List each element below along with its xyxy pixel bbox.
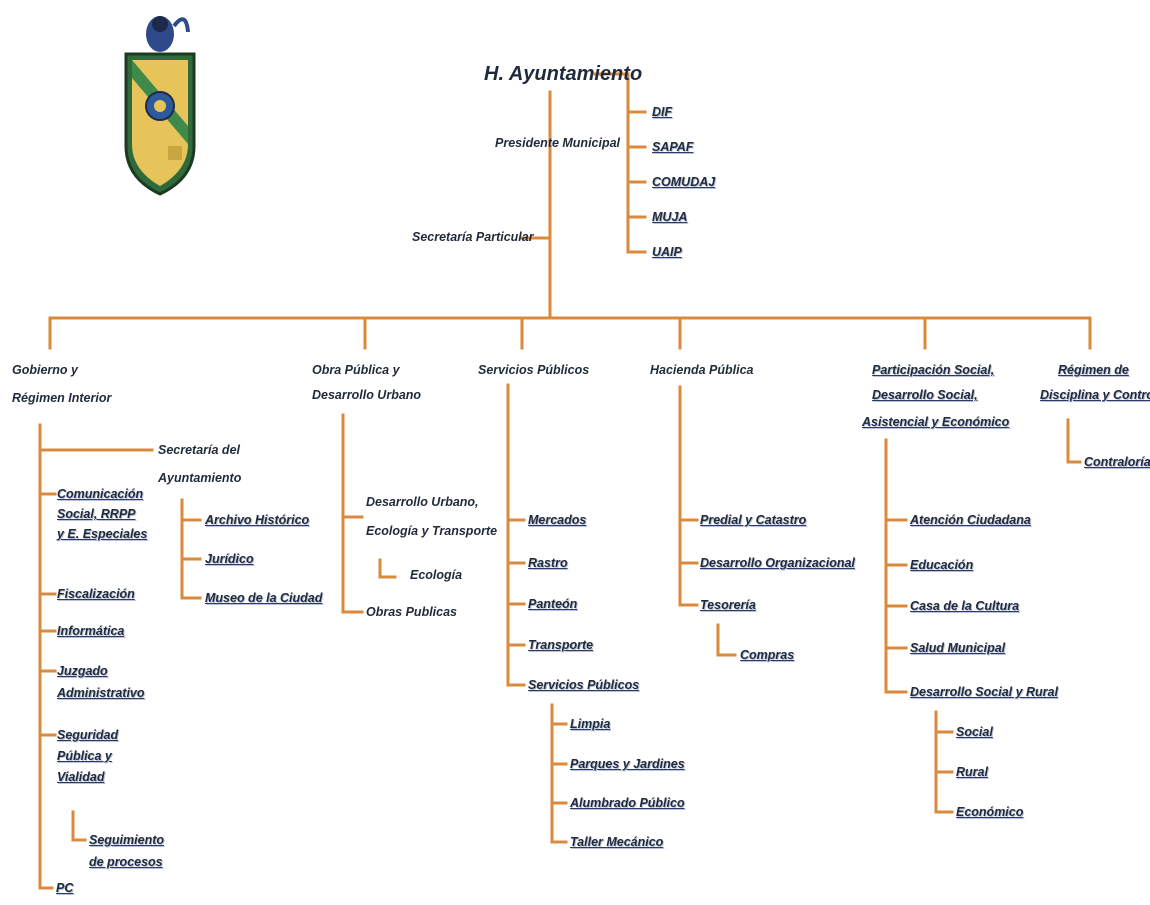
node-rural: Rural xyxy=(956,765,988,779)
dept-hacienda-title: Hacienda Pública xyxy=(650,363,754,377)
node-pc: PC xyxy=(56,881,74,895)
node-archivo-historico: Archivo Histórico xyxy=(205,513,310,527)
node-secretaria-ayuntamiento-1: Secretaría del xyxy=(158,443,240,457)
node-rastro: Rastro xyxy=(528,556,568,570)
dept-gobierno-title-2: Régimen Interior xyxy=(12,391,112,405)
node-desarrollo-urbano-2: Ecología y Transporte xyxy=(366,524,498,538)
node-servicios-publicos: Servicios Públicos xyxy=(528,678,640,692)
dept-participacion-title-2: Desarrollo Social, xyxy=(872,388,978,402)
node-atencion-ciudadana: Atención Ciudadana xyxy=(910,513,1031,527)
node-educacion: Educación xyxy=(910,558,974,572)
node-dif: DIF xyxy=(652,105,673,119)
dept-regimen-title-2: Disciplina y Control xyxy=(1040,388,1150,402)
node-tesoreria: Tesorería xyxy=(700,598,756,612)
node-predial-catastro: Predial y Catastro xyxy=(700,513,807,527)
node-mercados: Mercados xyxy=(528,513,587,527)
node-seguridad-1: Seguridad xyxy=(57,728,119,742)
dept-obra-title-2: Desarrollo Urbano xyxy=(312,388,422,402)
node-comudaj: COMUDAJ xyxy=(652,175,716,189)
node-seguimiento-1: Seguimiento xyxy=(89,833,165,847)
node-comunicacion-1: Comunicación xyxy=(57,487,144,501)
node-comunicacion-2: Social, RRPP xyxy=(57,507,136,521)
node-economico: Económico xyxy=(956,805,1024,819)
node-alumbrado: Alumbrado Público xyxy=(570,796,685,810)
node-obras-publicas: Obras Publicas xyxy=(366,605,458,619)
node-secretaria-ayuntamiento-2: Ayuntamiento xyxy=(158,471,242,485)
node-muja: MUJA xyxy=(652,210,688,224)
node-desarrollo-urbano-1: Desarrollo Urbano, xyxy=(366,495,479,509)
node-seguridad-3: Vialidad xyxy=(57,770,105,784)
node-desarrollo-social-rural: Desarrollo Social y Rural xyxy=(910,685,1058,699)
node-presidente-municipal: Presidente Municipal xyxy=(495,136,621,150)
node-comunicacion-3: y E. Especiales xyxy=(57,527,148,541)
node-ayuntamiento: H. Ayuntamiento xyxy=(484,63,643,85)
node-juzgado-2: Administrativo xyxy=(57,686,145,700)
node-desarrollo-organizacional: Desarrollo Organizacional xyxy=(700,556,855,570)
node-fiscalizacion: Fiscalización xyxy=(57,587,135,601)
node-informatica: Informática xyxy=(57,624,125,638)
municipal-coat-of-arms-icon xyxy=(124,16,196,196)
node-contraloria: Contraloría xyxy=(1084,455,1150,469)
dept-participacion-title-3: Asistencial y Económico xyxy=(862,415,1010,429)
node-seguimiento-2: de procesos xyxy=(89,855,163,869)
node-ecologia: Ecología xyxy=(410,568,463,582)
dept-regimen-title-1: Régimen de xyxy=(1058,363,1129,377)
node-panteon: Panteón xyxy=(528,597,578,611)
node-social: Social xyxy=(956,725,993,739)
node-juzgado-1: Juzgado xyxy=(57,664,108,678)
node-juridico: Jurídico xyxy=(205,552,254,566)
node-parques-jardines: Parques y Jardines xyxy=(570,757,685,771)
node-limpia: Limpia xyxy=(570,717,611,731)
node-transporte: Transporte xyxy=(528,638,594,652)
node-secretaria-particular: Secretaría Particular xyxy=(412,230,534,244)
node-taller-mecanico: Taller Mecánico xyxy=(570,835,664,849)
node-seguridad-2: Pública y xyxy=(57,749,112,763)
dept-obra-title-1: Obra Pública y xyxy=(312,363,400,377)
node-sapaf: SAPAF xyxy=(652,140,694,154)
node-compras: Compras xyxy=(740,648,795,662)
node-museo-ciudad: Museo de la Ciudad xyxy=(205,591,323,605)
dept-participacion-title-1: Participación Social, xyxy=(872,363,995,377)
dept-gobierno-title-1: Gobierno y xyxy=(12,363,78,377)
node-uaip: UAIP xyxy=(652,245,682,259)
node-casa-cultura: Casa de la Cultura xyxy=(910,599,1020,613)
dept-servicios-title: Servicios Públicos xyxy=(478,363,590,377)
node-salud-municipal: Salud Municipal xyxy=(910,641,1006,655)
